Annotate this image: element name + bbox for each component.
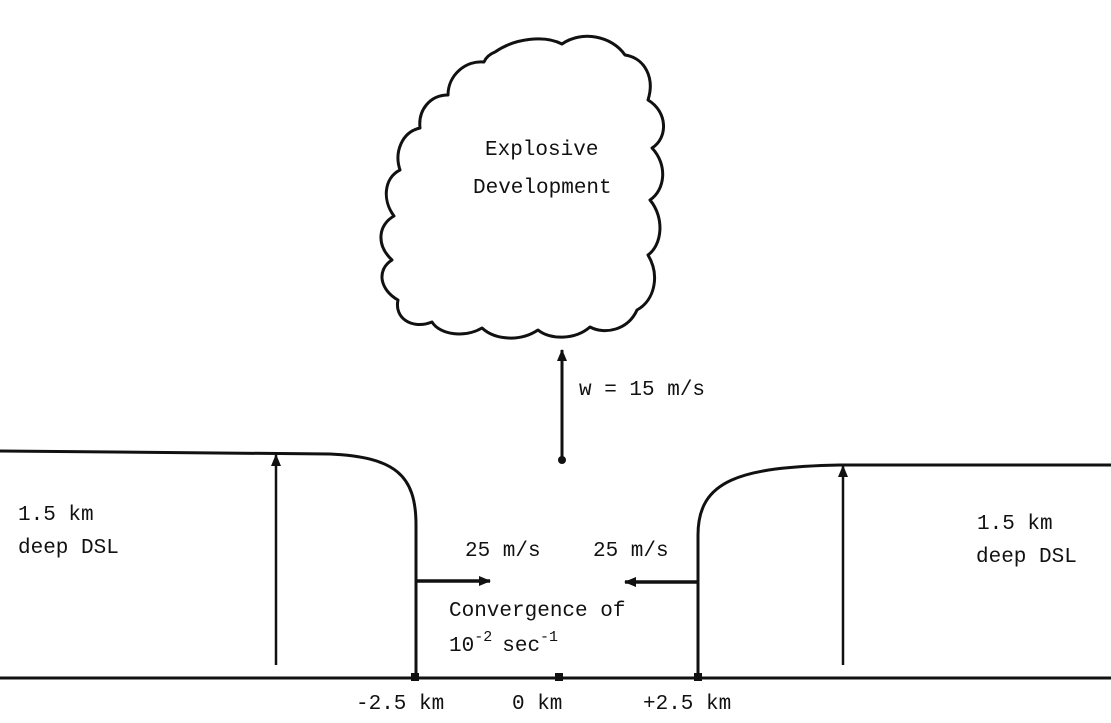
cloud-label-line2: Development	[473, 177, 612, 200]
tick-center	[555, 673, 563, 681]
left-region-line2: deep DSL	[18, 537, 119, 560]
convergence-label-line2: 10-2 sec-1	[449, 629, 558, 658]
convergence-unit-exponent: -1	[540, 629, 558, 646]
axis-label-left: -2.5 km	[356, 693, 444, 716]
right-dsl-boundary	[698, 465, 1111, 678]
left-dsl-boundary	[0, 451, 416, 678]
convergence-unit: sec	[502, 635, 540, 658]
convergence-base: 10	[449, 635, 474, 658]
left-flow-speed: 25 m/s	[465, 540, 541, 563]
right-region-line2: deep DSL	[976, 546, 1077, 569]
updraft-label: w = 15 m/s	[579, 379, 705, 402]
cloud-label-line1: Explosive	[485, 139, 598, 162]
left-region-line1: 1.5 km	[18, 504, 94, 527]
convergence-exponent: -2	[474, 629, 492, 646]
right-region-line1: 1.5 km	[977, 513, 1053, 536]
updraft-arrow-base	[558, 456, 566, 464]
convergence-label-line1: Convergence of	[449, 600, 625, 623]
axis-label-right: +2.5 km	[643, 693, 731, 716]
tick-right	[694, 673, 702, 681]
tick-left	[411, 673, 419, 681]
right-flow-speed: 25 m/s	[593, 540, 669, 563]
axis-label-center: 0 km	[512, 693, 562, 716]
